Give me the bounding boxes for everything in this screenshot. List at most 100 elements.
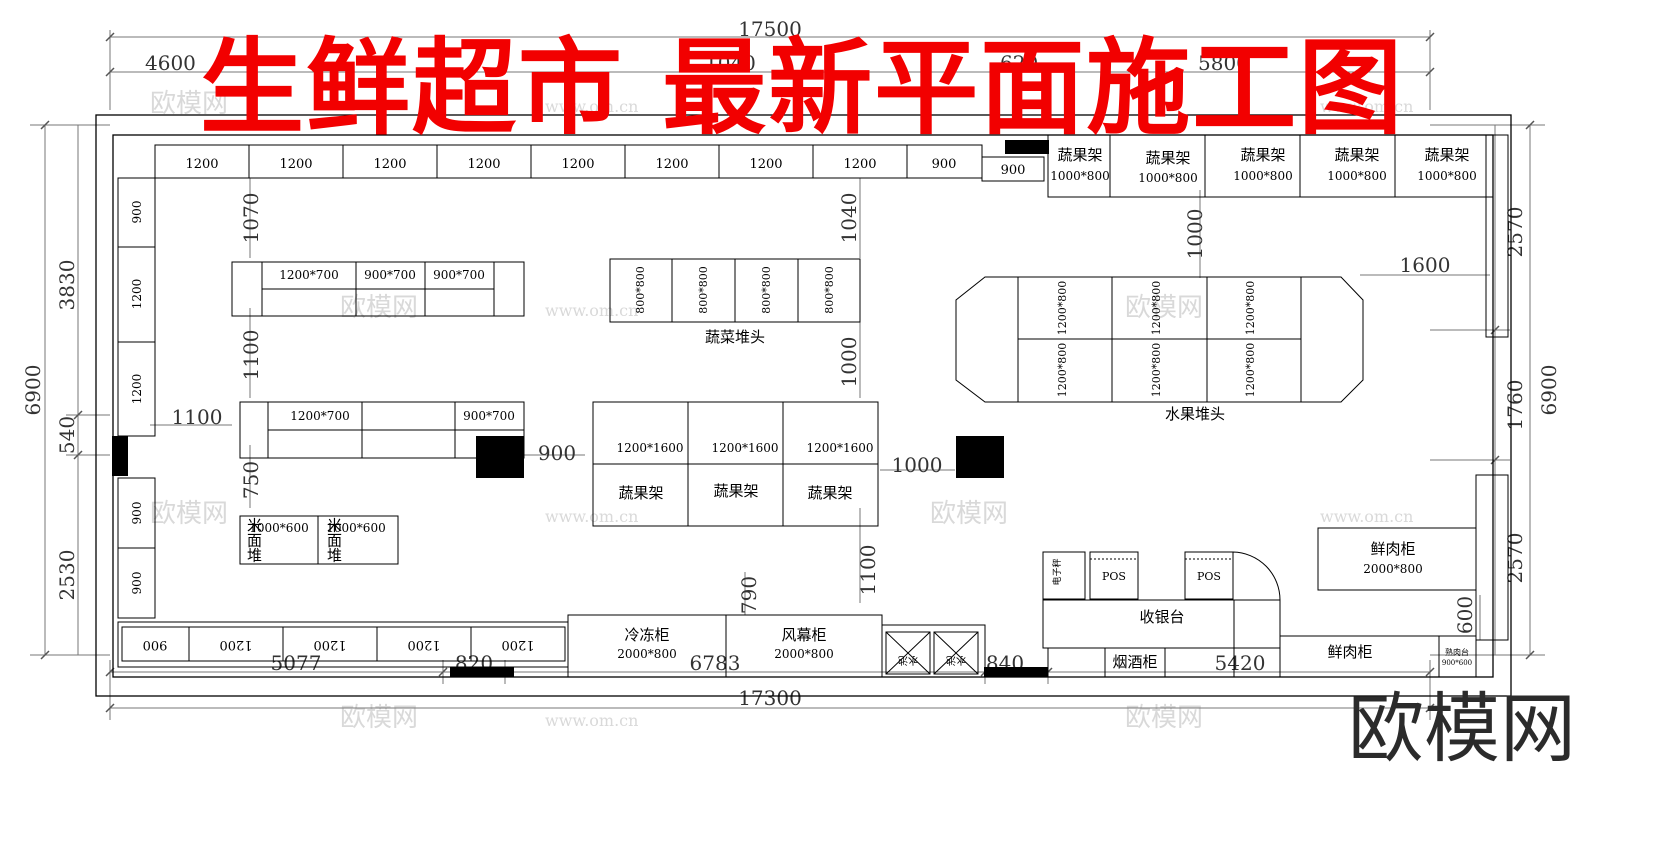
- dim-inner: 1100: [239, 330, 263, 381]
- rack-label: 蔬果架: [1424, 146, 1469, 164]
- pile-cell-size: 1200*800: [1244, 281, 1257, 336]
- shelf-size-label: 900: [130, 572, 144, 595]
- shelf-size-label: 1200: [219, 637, 252, 652]
- fruit-pile-label: 水果堆头: [1165, 405, 1225, 423]
- dim-top-total: 17500: [738, 17, 802, 41]
- shelf-size-label: 1200: [279, 157, 312, 172]
- rack-size: 1200*1600: [711, 441, 778, 455]
- watermark-url: www.om.cn: [545, 507, 638, 526]
- rack-label: 蔬果架: [1145, 149, 1190, 167]
- shelf-size-label: 900: [1001, 163, 1026, 178]
- dimension-labels: 17500 4600 1040 620 5800 17300 5077 820 …: [21, 17, 1561, 710]
- sink-label: 水池: [898, 654, 918, 667]
- dim-right-total: 6900: [1537, 365, 1561, 416]
- island-left-lower: 1200*700 900*700: [239, 401, 525, 459]
- dim-inner: 790: [737, 576, 761, 614]
- watermarks: 欧模网 欧模网 欧模网 欧模网 欧模网 欧模网 欧模网 www.om.cn ww…: [150, 89, 1413, 733]
- shelf-size-label: 1200: [467, 157, 500, 172]
- pile-cell-size: 800*800: [634, 266, 647, 314]
- pile-cell-size: 1200*800: [1150, 281, 1163, 336]
- shelf-size-label: 1200: [501, 637, 534, 652]
- rack-label: 蔬果架: [1057, 146, 1102, 164]
- shelf-size-label: 900: [143, 637, 168, 652]
- pile-size: 1000*600: [249, 521, 308, 535]
- dim-inner: 1100: [856, 545, 880, 596]
- dim-inner: 1000: [892, 453, 943, 477]
- dim-left-seg: 3830: [55, 260, 79, 311]
- rack-size: 1200*1600: [806, 441, 873, 455]
- dim-right-seg: 1760: [1503, 380, 1527, 431]
- shelf-size-label: 1200: [313, 637, 346, 652]
- veg-racks-top: 蔬果架 1000*800 蔬果架 1000*800 蔬果架 1000*800 蔬…: [1047, 134, 1509, 338]
- dim-bottom-total: 17300: [738, 686, 802, 710]
- dim-right-seg: 2570: [1503, 533, 1527, 584]
- rack-size: 1200*1600: [616, 441, 683, 455]
- shelf-size-label: 1200: [373, 157, 406, 172]
- left-shelf-column: 900 1200 1200 900 900: [117, 177, 156, 619]
- rack-label: 蔬果架: [1334, 146, 1379, 164]
- pile-label: 米面堆: [325, 518, 343, 563]
- watermark: 欧模网: [1125, 293, 1203, 323]
- freezer-size: 2000*800: [617, 647, 676, 661]
- freezer-label: 冷冻柜: [624, 626, 669, 644]
- watermark-url: www.om.cn: [1320, 97, 1413, 116]
- dim-inner: 1000: [1183, 209, 1207, 260]
- rack-label: 蔬果架: [1240, 146, 1285, 164]
- pile-cell-size: 1200*800: [1056, 343, 1069, 398]
- page-title: 生鲜超市 最新平面施工图: [200, 27, 1405, 149]
- dim-left-seg: 540: [55, 416, 79, 454]
- air-curtain-size: 2000*800: [774, 647, 833, 661]
- dimension-ticks: [40, 32, 1535, 713]
- scale-label: 电子秤: [1051, 558, 1063, 585]
- watermark: 欧模网: [150, 89, 228, 119]
- walls: [95, 114, 1512, 697]
- bottom-shelf-row: 900 1200 1200 1200 1200: [117, 621, 569, 668]
- dim-inner: 750: [239, 461, 263, 499]
- dim-inner: 1040: [837, 193, 861, 244]
- veg-racks-center: 1200*1600 1200*1600 1200*1600 蔬果架 蔬果架 蔬果…: [592, 401, 879, 527]
- shelf-size-label: 1200*700: [290, 409, 349, 423]
- dim-left-total: 6900: [21, 365, 45, 416]
- cabinet-label: 鲜肉柜: [1370, 540, 1415, 558]
- shelf-size-label: 1200: [185, 157, 218, 172]
- pos-label: POS: [1102, 570, 1126, 583]
- cooked-meat-size: 900*600: [1442, 659, 1472, 667]
- watermark: 欧模网: [930, 499, 1008, 529]
- veg-pile-label: 蔬菜堆头: [705, 328, 765, 346]
- watermark: 欧模网: [150, 499, 228, 529]
- shelf-size-label: 900*700: [463, 409, 515, 423]
- dim-inner: 1600: [1400, 253, 1451, 277]
- shelf-size-label: 1200: [843, 157, 876, 172]
- shelf-size-label: 900*700: [433, 268, 485, 282]
- meat-cabinet-label: 鲜肉柜: [1327, 643, 1372, 661]
- pile-cell-size: 1200*800: [1244, 343, 1257, 398]
- dim-right-seg: 2570: [1503, 207, 1527, 258]
- pos-label: POS: [1197, 570, 1221, 583]
- pile-cell-size: 1200*800: [1056, 281, 1069, 336]
- dim-inner: 900: [538, 441, 576, 465]
- columns: [112, 140, 1049, 677]
- checkout-label: 收银台: [1139, 608, 1184, 626]
- shelf-size-label: 1200: [130, 374, 144, 405]
- rack-size: 1000*800: [1138, 171, 1197, 185]
- dim-top-seg: 1040: [705, 51, 756, 75]
- dim-inner: 1070: [239, 193, 263, 244]
- pile-label: 米面堆: [245, 518, 263, 563]
- watermark-url: www.om.cn: [1320, 507, 1413, 526]
- watermark: 欧模网: [340, 293, 418, 323]
- pile-cell-size: 800*800: [823, 266, 836, 314]
- rice-flour-piles: 1000*600 1000*600 米面堆 米面堆: [239, 515, 399, 565]
- shelf-size-label: 900: [130, 502, 144, 525]
- veg-pile: 800*800 800*800 800*800 800*800 蔬菜堆头: [609, 258, 861, 346]
- cabinet-size: 2000*800: [1363, 562, 1422, 576]
- shelf-size-label: 900: [932, 157, 957, 172]
- air-curtain-label: 风幕柜: [781, 626, 826, 644]
- rack-size: 1000*800: [1233, 169, 1292, 183]
- shelf-size-label: 1200: [130, 279, 144, 310]
- watermark-url: www.om.cn: [545, 711, 638, 730]
- fresh-meat-cabinet: 鲜肉柜 2000*800: [1317, 474, 1509, 641]
- pile-cell-size: 800*800: [697, 266, 710, 314]
- pile-size: 1000*600: [326, 521, 385, 535]
- pile-cell-size: 800*800: [760, 266, 773, 314]
